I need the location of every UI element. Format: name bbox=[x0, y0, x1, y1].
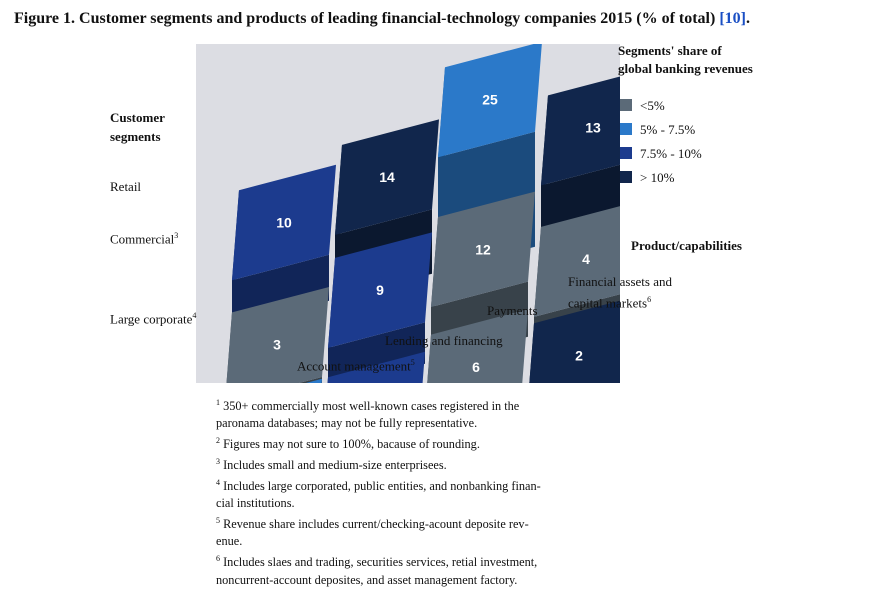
footnotes: 1 350+ commercially most well-known case… bbox=[216, 394, 636, 589]
figure-title-end: . bbox=[745, 10, 750, 27]
footnote-text: cial institutions. bbox=[216, 496, 295, 511]
footnote-text: Includes slaes and trading, securities s… bbox=[223, 555, 538, 570]
figure-title: Figure 1. Customer segments and products… bbox=[14, 10, 880, 28]
column-label-financial-assets-line2: capital markets bbox=[568, 295, 648, 311]
bar-top bbox=[335, 119, 439, 235]
bar-value-label: 9 bbox=[376, 282, 384, 298]
column-label-account-management-text: Account management bbox=[297, 358, 411, 374]
legend-swatch bbox=[620, 171, 632, 183]
footnote-line: cial institutions. bbox=[216, 495, 636, 512]
footnote-line: 2 Figures may not sure to 100%, bacause … bbox=[216, 432, 636, 453]
bar-value-label: 3 bbox=[273, 337, 281, 353]
bar-value-label: 14 bbox=[379, 169, 395, 185]
column-label-payments: Payments bbox=[487, 303, 538, 318]
footnote-line: 1 350+ commercially most well-known case… bbox=[216, 394, 636, 415]
column-label-financial-assets-sup: 6 bbox=[647, 295, 652, 304]
footnote-line: 5 Revenue share includes current/checkin… bbox=[216, 512, 636, 533]
column-label-account-management-sup: 5 bbox=[410, 358, 415, 367]
footnote-text: 350+ commercially most well-known cases … bbox=[223, 399, 520, 414]
legend-item-label: 7.5% - 10% bbox=[640, 146, 702, 161]
footnote-line: 4 Includes large corporated, public enti… bbox=[216, 474, 636, 495]
legend-swatch bbox=[620, 99, 632, 111]
legend-title: Segments' share of global banking revenue… bbox=[618, 42, 798, 78]
bar-value-label: 4 bbox=[582, 251, 590, 267]
footnote-line: 6 Includes slaes and trading, securities… bbox=[216, 550, 636, 571]
legend-item-under-5: <5% bbox=[620, 98, 665, 114]
figure-reference-link[interactable]: [10] bbox=[719, 10, 746, 27]
legend-item-label: 5% - 7.5% bbox=[640, 122, 696, 137]
bar-top bbox=[328, 232, 432, 348]
legend-title-line2: global banking revenues bbox=[618, 61, 753, 76]
footnote-line: 3 Includes small and medium-size enterpr… bbox=[216, 453, 636, 474]
bar-value-label: 25 bbox=[482, 92, 498, 108]
row-label-large-corporate-sup: 4 bbox=[192, 311, 197, 320]
legend: Segments' share of global banking revenue… bbox=[618, 42, 798, 185]
footnote-line: noncurrent-account deposites, and asset … bbox=[216, 572, 636, 589]
column-label-financial-assets: Financial assets and capital markets6 bbox=[568, 273, 672, 312]
footnote-text: Revenue share includes current/checking-… bbox=[223, 517, 529, 532]
bar-value-label: 6 bbox=[472, 359, 480, 375]
bar-top bbox=[529, 300, 620, 383]
footnote-sup: 1 bbox=[216, 398, 220, 407]
bar-value-label: 10 bbox=[276, 215, 292, 231]
row-label-large-corporate: Large corporate4 bbox=[110, 311, 196, 327]
column-label-financial-assets-line1: Financial assets and bbox=[568, 274, 672, 289]
legend-item-label: <5% bbox=[640, 98, 665, 113]
bar-left-side bbox=[327, 377, 328, 383]
bar-top bbox=[427, 309, 528, 383]
legend-swatch bbox=[620, 123, 632, 135]
footnote-line: paronama databases; may not be fully rep… bbox=[216, 415, 636, 432]
column-label-account-management: Account management5 bbox=[297, 358, 415, 374]
legend-item-5-7-5: 5% - 7.5% bbox=[620, 122, 695, 138]
footnote-sup: 5 bbox=[216, 516, 220, 526]
column-label-lending: Lending and financing bbox=[385, 333, 503, 348]
bar-top bbox=[232, 164, 336, 281]
bar-top bbox=[226, 286, 329, 383]
figure-title-text: Figure 1. Customer segments and products… bbox=[14, 10, 720, 27]
chart-panel: 13251410412932612 bbox=[196, 44, 620, 383]
row-label-large-corporate-text: Large corporate bbox=[110, 311, 193, 327]
bar-top bbox=[541, 76, 620, 186]
bar-value-label: 2 bbox=[575, 348, 583, 364]
bar-top bbox=[534, 206, 620, 317]
footnote-sup: 4 bbox=[216, 478, 220, 488]
legend-item-label: > 10% bbox=[640, 170, 675, 185]
legend-swatch bbox=[620, 147, 632, 159]
row-label-commercial-text: Commercial bbox=[110, 231, 175, 247]
bar-top bbox=[431, 191, 535, 308]
legend-item-7-5-10: 7.5% - 10% bbox=[620, 146, 702, 162]
footnote-sup: 6 bbox=[216, 554, 220, 564]
bar-top bbox=[327, 351, 425, 383]
footnote-text: Includes small and medium-size enterpris… bbox=[223, 458, 447, 473]
legend-title-line1: Segments' share of bbox=[618, 43, 722, 58]
product-capabilities-label: Product/capabilities bbox=[631, 238, 742, 253]
row-label-retail: Retail bbox=[110, 179, 142, 194]
footnote-text: Figures may not sure to 100%, bacause of… bbox=[223, 437, 480, 452]
row-label-commercial-sup: 3 bbox=[174, 231, 179, 240]
footnote-sup: 3 bbox=[216, 457, 220, 467]
footnote-text: paronama databases; may not be fully rep… bbox=[216, 416, 478, 431]
footnote-text: enue. bbox=[216, 534, 243, 549]
footnote-text: Includes large corporated, public entiti… bbox=[223, 479, 541, 494]
footnote-sup: 2 bbox=[216, 436, 220, 446]
legend-item-over-10: > 10% bbox=[620, 170, 674, 186]
bar-top bbox=[305, 378, 322, 383]
customer-segments-label: Customer segments bbox=[110, 110, 165, 144]
bar-value-label: 13 bbox=[585, 120, 601, 136]
row-label-commercial: Commercial3 bbox=[110, 231, 178, 247]
bar-value-label: 12 bbox=[475, 241, 491, 257]
bar-top bbox=[438, 44, 542, 158]
footnote-line: enue. bbox=[216, 533, 636, 550]
bar3d-chart: 13251410412932612 bbox=[226, 44, 620, 383]
